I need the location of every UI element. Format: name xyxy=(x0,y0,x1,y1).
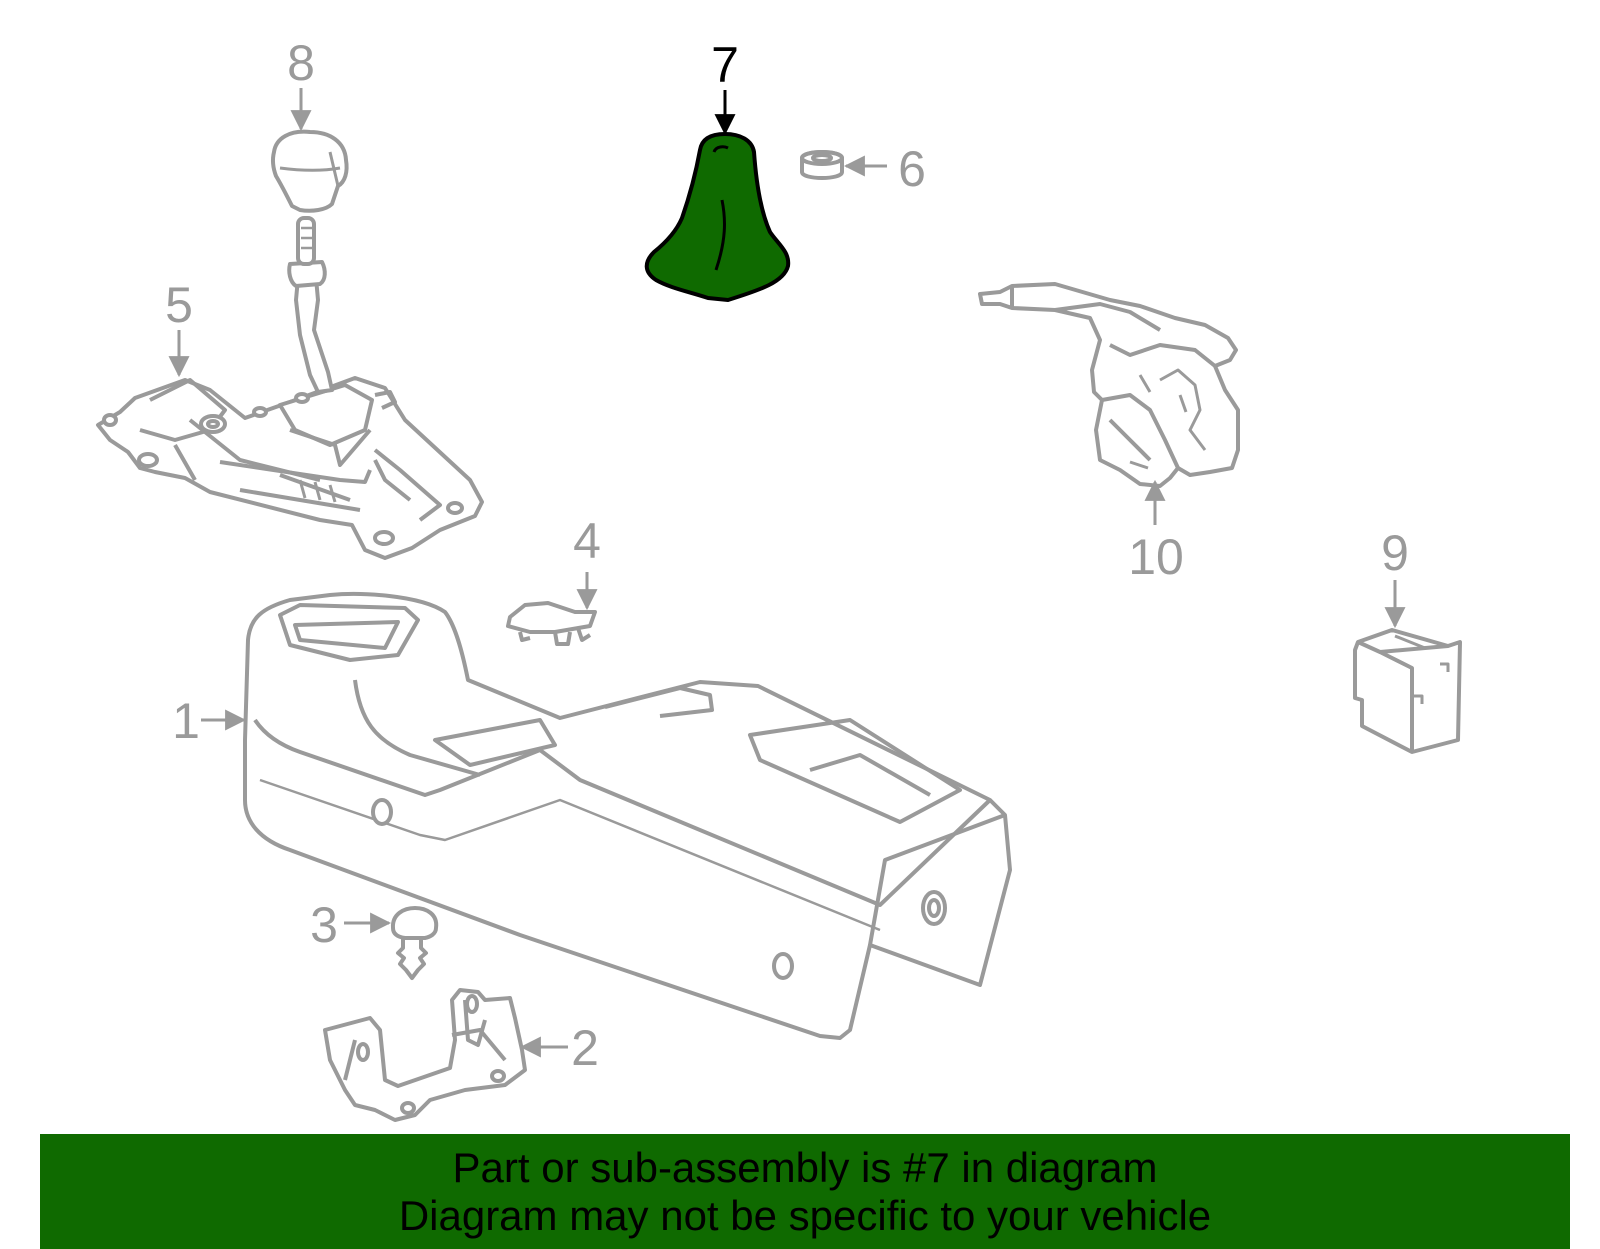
callout-5: 5 xyxy=(165,277,193,333)
callout-4: 4 xyxy=(573,513,601,569)
info-banner: Part or sub-assembly is #7 in diagram Di… xyxy=(40,1134,1570,1249)
callout-9: 9 xyxy=(1381,525,1409,581)
part-7-shift-boot xyxy=(644,132,791,302)
callout-8: 8 xyxy=(287,35,315,91)
callout-1: 1 xyxy=(172,693,200,749)
part-1-center-console xyxy=(243,592,1012,1040)
part-9-switch xyxy=(1353,628,1462,754)
part-3-push-clip xyxy=(390,906,439,980)
callout-6: 6 xyxy=(898,141,926,197)
part-8-shift-knob xyxy=(270,129,349,213)
part-10-parking-brake xyxy=(978,282,1240,488)
callout-3: 3 xyxy=(310,897,338,953)
part-6-bushing xyxy=(800,150,844,180)
part-5-shifter-assembly xyxy=(96,216,484,560)
callout-2: 2 xyxy=(571,1020,599,1076)
callout-10: 10 xyxy=(1128,529,1184,585)
banner-line-part: Part or sub-assembly is #7 in diagram xyxy=(452,1143,1158,1191)
leader-arrows xyxy=(168,88,1406,1058)
banner-line-disclaimer: Diagram may not be specific to your vehi… xyxy=(398,1191,1212,1239)
part-4-cap xyxy=(506,601,597,646)
callout-7: 7 xyxy=(711,37,739,93)
part-2-bracket xyxy=(323,988,527,1122)
